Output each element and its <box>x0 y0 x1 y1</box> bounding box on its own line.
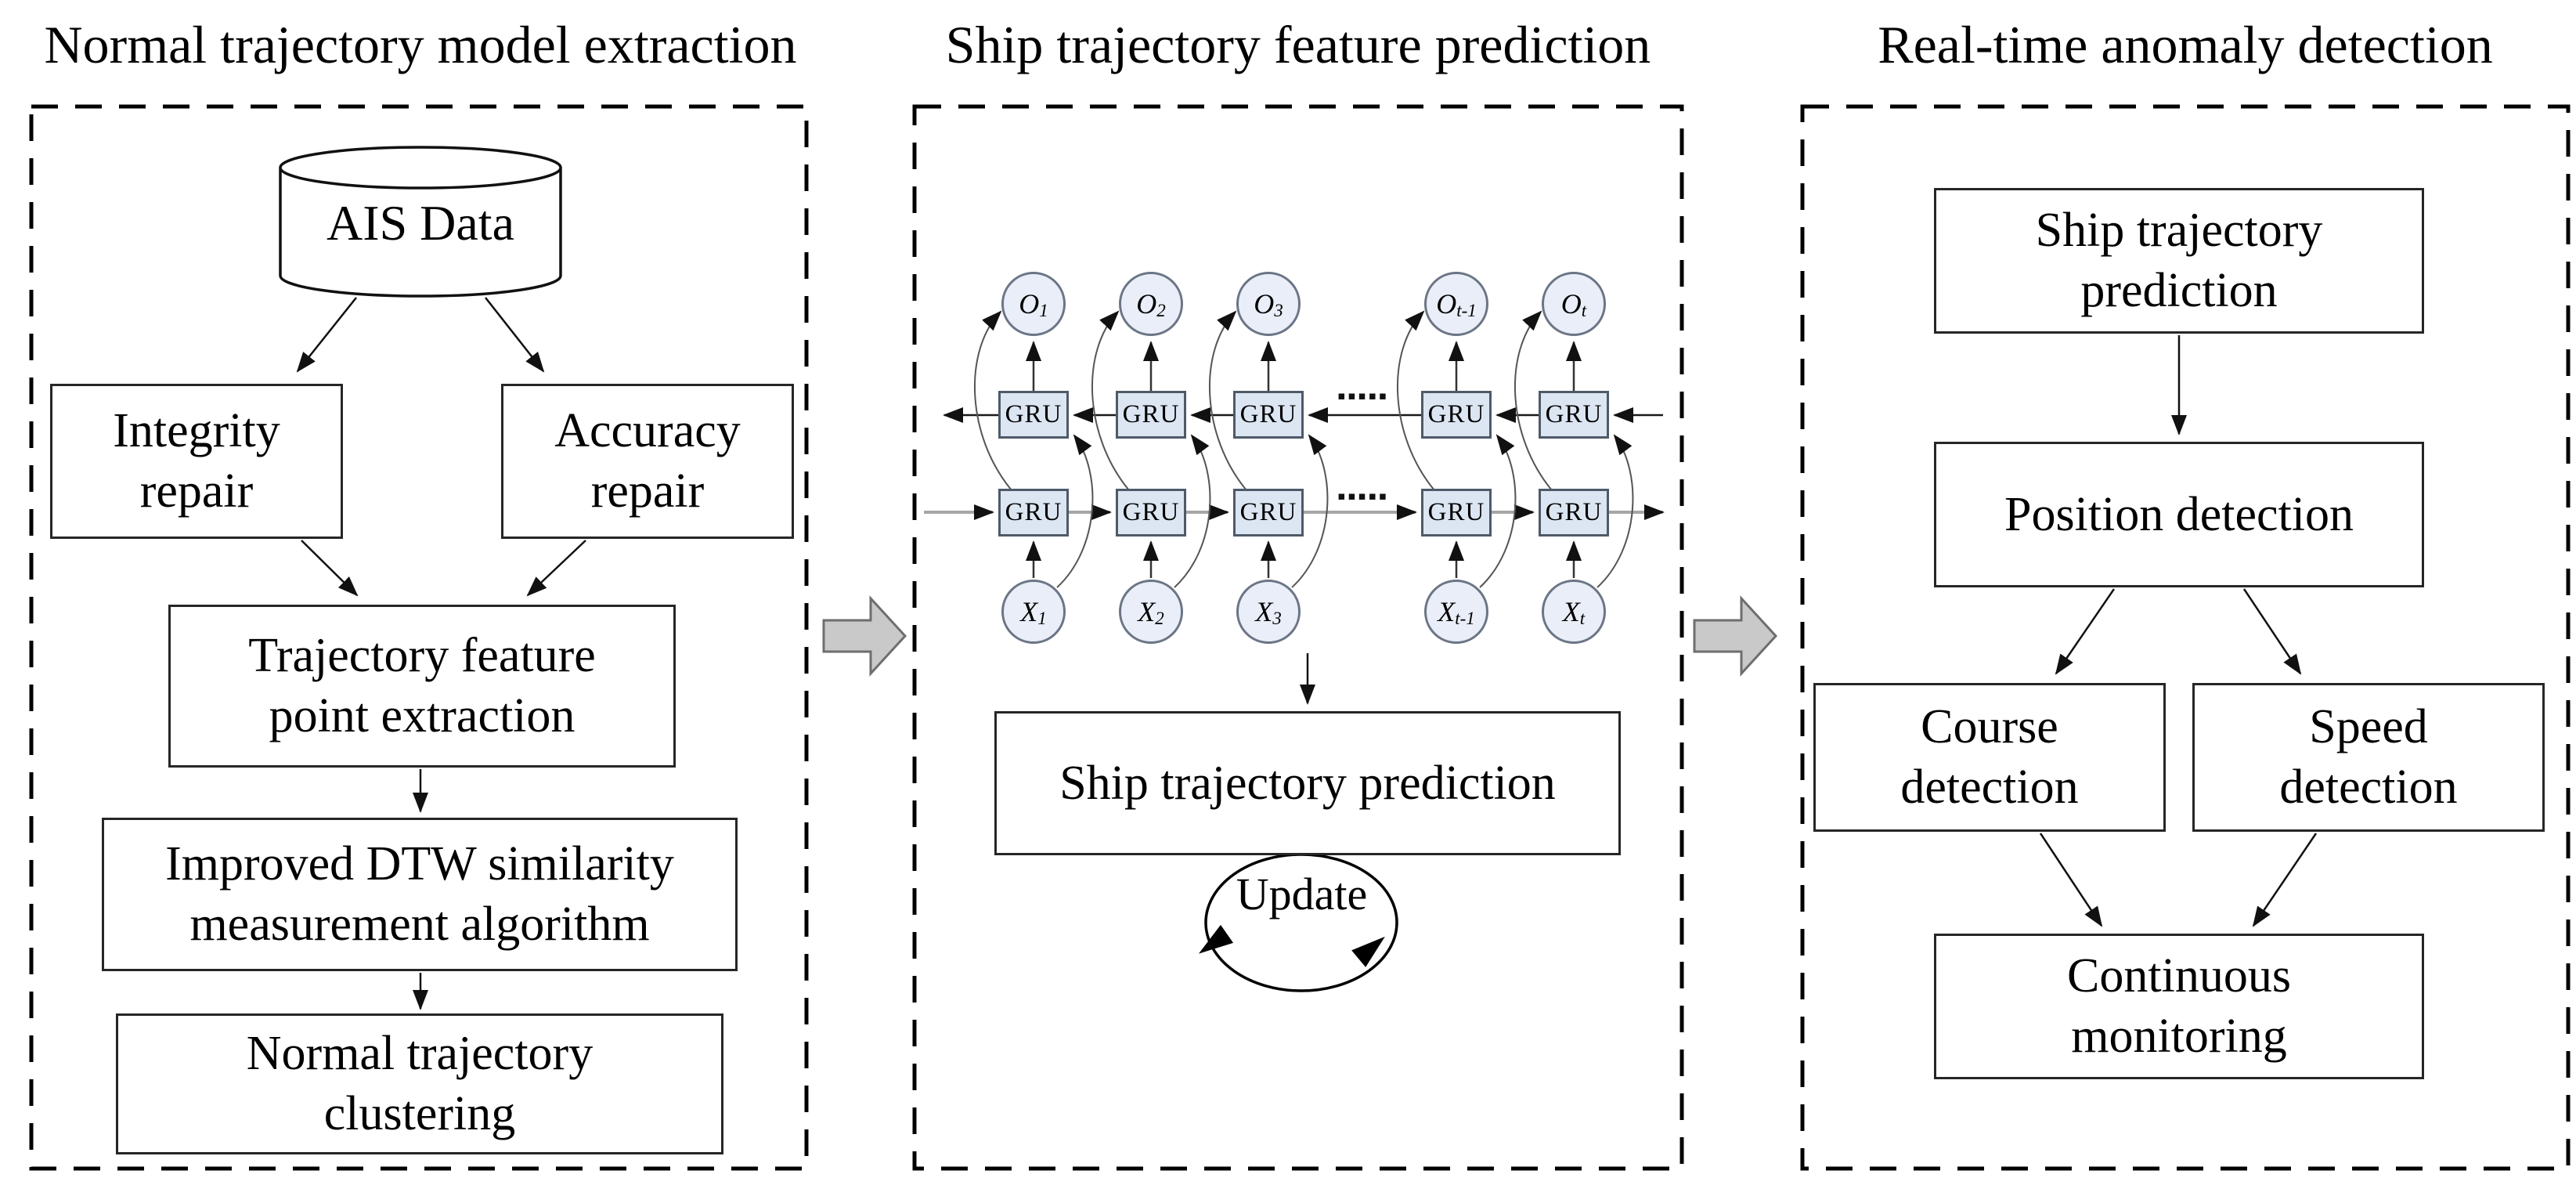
x3-sub: 3 <box>1272 609 1282 628</box>
arrow-course-to-monitoring <box>2039 833 2103 927</box>
xt-1-sub: t-1 <box>1455 609 1475 628</box>
accuracy-repair-line2: repair <box>590 464 705 518</box>
continuous-monitoring-line2: monitoring <box>2071 1010 2287 1063</box>
continuous-monitoring-box: Continuous monitoring <box>1934 934 2424 1079</box>
panel-right-arrows <box>2039 335 2318 927</box>
ais-data-label: AIS Data <box>327 195 514 251</box>
gru-forward-4: GRU <box>1421 489 1492 537</box>
ship-trajectory-prediction-label: Ship trajectory prediction <box>1059 756 1556 810</box>
x2-main: X <box>1138 596 1156 627</box>
ot-1-sub: t-1 <box>1456 301 1477 320</box>
gru-skip-curves <box>973 310 1634 588</box>
o2-main: O <box>1136 288 1157 320</box>
position-detection-label: Position detection <box>2004 487 2354 541</box>
x2-sub: 2 <box>1155 609 1164 628</box>
title-normal-trajectory-model-extraction: Normal trajectory model extraction <box>44 15 797 74</box>
ais-database-cylinder <box>279 146 562 298</box>
gru-backward-2: GRU <box>1116 391 1186 439</box>
xt-1-main: X <box>1438 596 1456 627</box>
xt-sub: t <box>1579 609 1586 628</box>
normal-trajectory-clustering-box: Normal trajectory clustering <box>116 1013 723 1154</box>
x3-main: X <box>1255 596 1273 627</box>
ot-sub: t <box>1581 301 1587 320</box>
o1-sub: 1 <box>1039 301 1048 320</box>
o3-sub: 3 <box>1274 301 1283 320</box>
o1-main: O <box>1019 288 1040 320</box>
course-detection-box: Course detection <box>1813 683 2166 832</box>
ship-trajectory-prediction-box-right: Ship trajectory prediction <box>1934 188 2424 334</box>
accuracy-repair-box: Accuracy repair <box>501 384 794 539</box>
gru-forward-3: GRU <box>1233 489 1304 537</box>
o3-main: O <box>1254 288 1275 320</box>
ellipsis-backward-row: ▪▪▪▪▪ <box>1337 388 1389 403</box>
improved-dtw-similarity-box: Improved DTW similarity measurement algo… <box>102 818 738 971</box>
feature-extraction-line2: point extraction <box>269 689 575 742</box>
panel-middle-border <box>912 104 1684 1171</box>
arrow-ais-to-accuracy <box>485 297 545 373</box>
arrow-accuracy-to-feature <box>526 540 586 597</box>
xt-main: X <box>1562 596 1580 627</box>
speed-detection-box: Speed detection <box>2192 683 2545 832</box>
arrow-ais-to-integrity <box>296 297 357 373</box>
dtw-line1: Improved DTW similarity <box>165 837 674 891</box>
position-detection-box: Position detection <box>1934 442 2424 587</box>
integrity-repair-box: Integrity repair <box>50 384 343 539</box>
panel-left-arrows <box>296 297 586 1010</box>
clustering-line2: clustering <box>323 1087 516 1140</box>
gru-backward-5: GRU <box>1539 391 1609 439</box>
arrow-speed-to-monitoring <box>2252 833 2318 927</box>
panel-right-border <box>1800 104 2571 1171</box>
gru-vertical-arrows <box>1026 341 1582 578</box>
gru-backward-3: GRU <box>1233 391 1304 439</box>
right-prediction-line2: prediction <box>2080 264 2278 317</box>
gru-backward-1: GRU <box>998 391 1069 439</box>
x1-main: X <box>1020 596 1038 627</box>
speed-detection-line2: detection <box>2279 760 2458 814</box>
feature-extraction-line1: Trajectory feature <box>248 629 596 683</box>
block-arrow-left-to-middle <box>822 595 907 677</box>
update-label: Update <box>1236 869 1368 919</box>
speed-detection-line1: Speed <box>2309 700 2428 754</box>
right-prediction-line1: Ship trajectory <box>2035 204 2323 258</box>
gru-forward-1: GRU <box>998 489 1069 537</box>
title-real-time-anomaly-detection: Real-time anomaly detection <box>1878 15 2493 74</box>
x1-sub: 1 <box>1037 609 1047 628</box>
arrow-position-to-course <box>2055 588 2116 675</box>
integrity-repair-line2: repair <box>139 464 254 518</box>
ot-1-main: O <box>1436 288 1457 320</box>
ot-main: O <box>1560 288 1582 320</box>
dtw-line2: measurement algorithm <box>189 898 650 951</box>
trajectory-feature-point-extraction-box: Trajectory feature point extraction <box>168 605 676 768</box>
ship-trajectory-prediction-box-middle: Ship trajectory prediction <box>994 711 1621 855</box>
arrow-integrity-to-feature <box>301 540 359 597</box>
course-detection-line1: Course <box>1921 700 2058 754</box>
gru-backward-4: GRU <box>1421 391 1492 439</box>
arrow-position-to-speed <box>2242 588 2302 675</box>
title-ship-trajectory-feature-prediction: Ship trajectory feature prediction <box>945 15 1651 74</box>
accuracy-repair-line1: Accuracy <box>554 404 741 458</box>
block-arrow-middle-to-right <box>1693 595 1778 677</box>
o2-sub: 2 <box>1156 301 1166 320</box>
gru-forward-5: GRU <box>1539 489 1609 537</box>
gru-forward-2: GRU <box>1116 489 1186 537</box>
integrity-repair-line1: Integrity <box>113 404 280 458</box>
ellipsis-forward-row: ▪▪▪▪▪ <box>1337 489 1389 503</box>
clustering-line1: Normal trajectory <box>246 1027 593 1081</box>
course-detection-line2: detection <box>1900 760 2079 814</box>
continuous-monitoring-line1: Continuous <box>2067 949 2291 1003</box>
